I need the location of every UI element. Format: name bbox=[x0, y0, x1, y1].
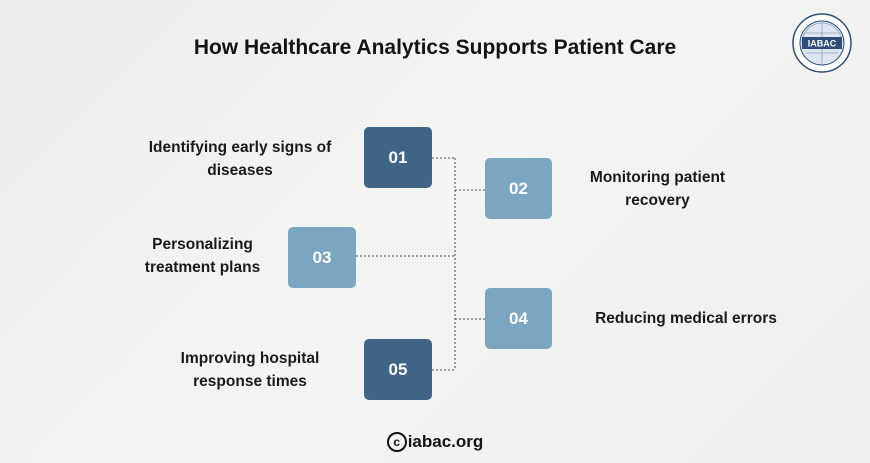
step-number-02: 02 bbox=[509, 178, 528, 198]
step-label-01: Identifying early signs of diseases bbox=[148, 139, 332, 179]
step-box-05: 05 bbox=[364, 339, 432, 400]
step-label-04: Reducing medical errors bbox=[595, 310, 777, 327]
step-number-04: 04 bbox=[509, 308, 528, 328]
step-label-02: Monitoring patient recovery bbox=[589, 169, 726, 209]
step-box-04: 04 bbox=[485, 288, 552, 349]
step-number-05: 05 bbox=[388, 359, 408, 379]
footer-site: iabac.org bbox=[407, 432, 484, 451]
page-title: How Healthcare Analytics Supports Patien… bbox=[193, 36, 677, 59]
logo-text: IABAC bbox=[808, 39, 837, 49]
step-box-02: 02 bbox=[485, 158, 552, 219]
step-label-03: Personalizing treatment plans bbox=[144, 236, 261, 276]
copyright-icon: c bbox=[386, 432, 407, 452]
step-number-03: 03 bbox=[312, 247, 332, 267]
step-label-05: Improving hospital response times bbox=[180, 350, 320, 390]
step-box-01: 01 bbox=[364, 127, 432, 188]
step-number-01: 01 bbox=[388, 147, 408, 167]
iabac-logo: IABAC bbox=[792, 13, 852, 73]
step-box-03: 03 bbox=[288, 227, 356, 288]
